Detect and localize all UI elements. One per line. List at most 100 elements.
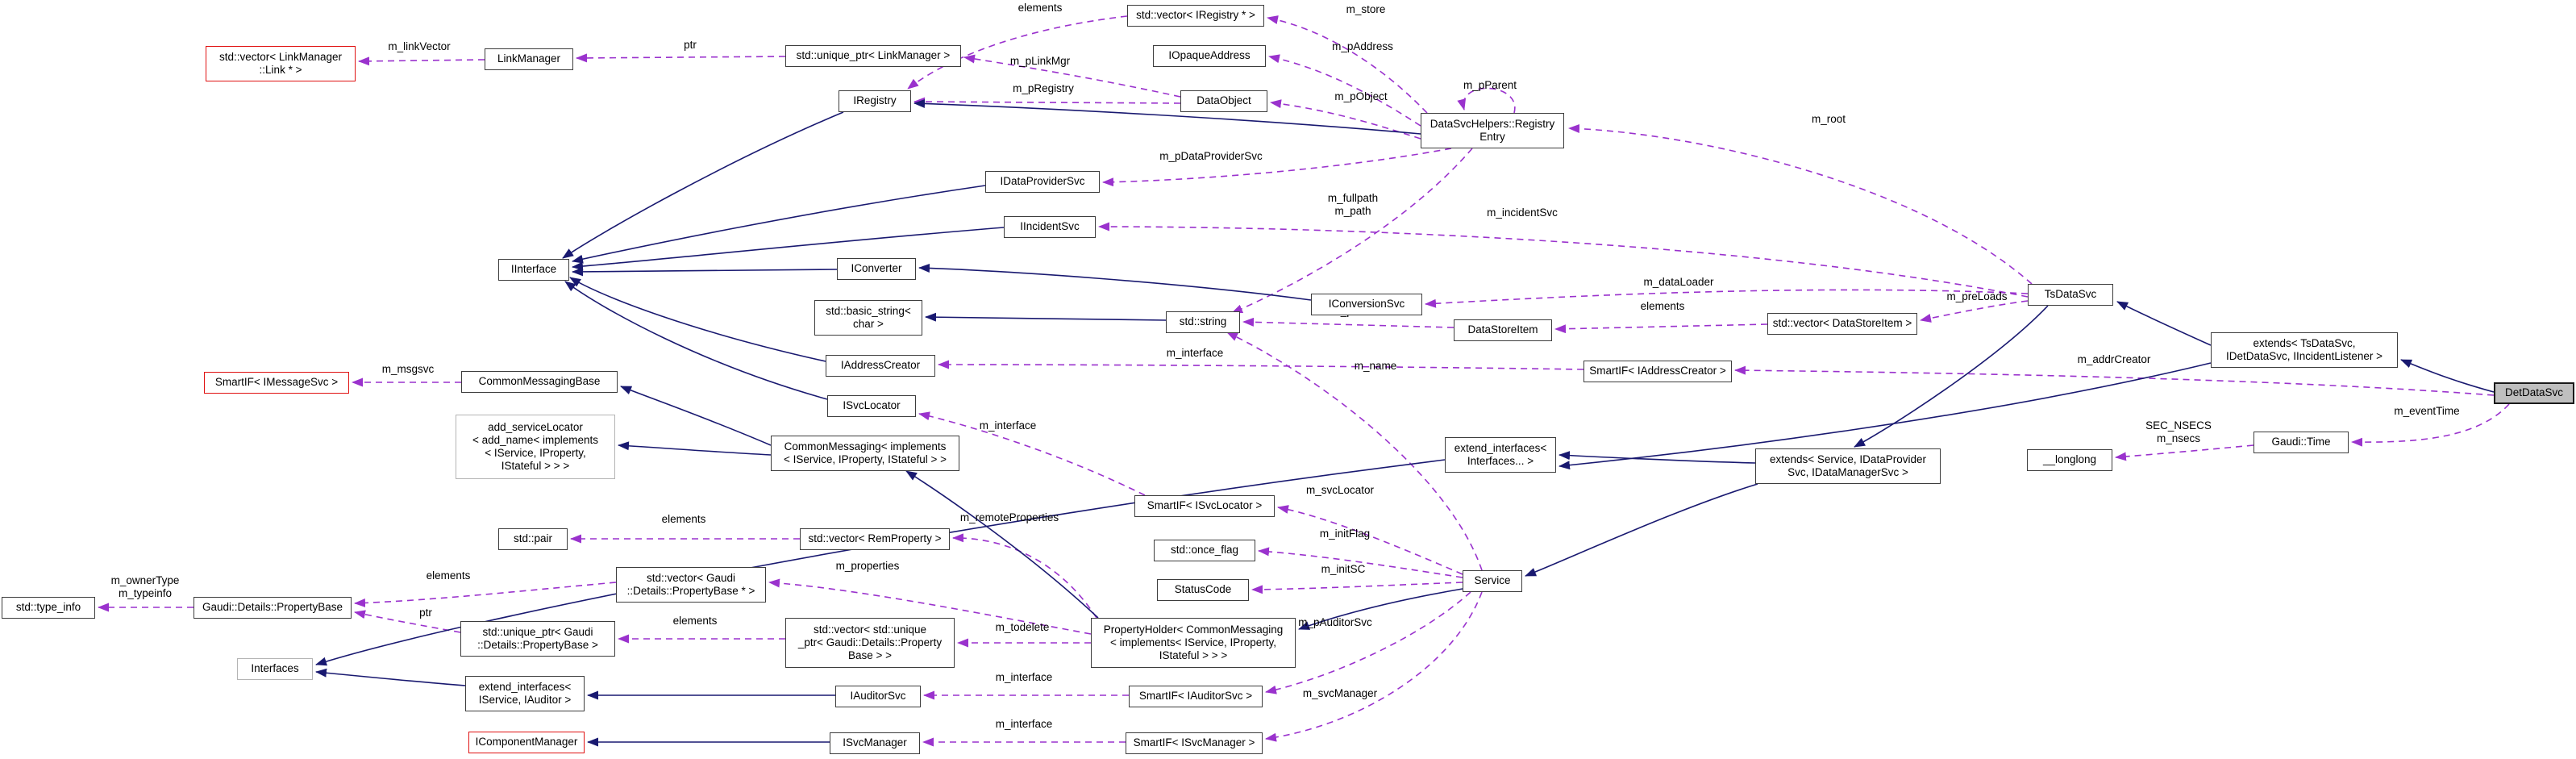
edge-label-elements-unique-ptr: elements	[673, 615, 718, 627]
edge-label-m-pAddress: m_pAddress	[1332, 40, 1393, 52]
node-label-line: Interfaces	[251, 662, 299, 675]
node-unique-ptr-propertybase[interactable]: std::unique_ptr< Gaudi::Details::Propert…	[460, 621, 615, 657]
edge-label-m-pLinkMgr: m_pLinkMgr	[1010, 55, 1071, 67]
node-tsdatasvc[interactable]: TsDataSvc	[2028, 284, 2113, 306]
node-detdatasvc[interactable]: DetDataSvc	[2494, 382, 2574, 404]
node-label-line: extend_interfaces<	[478, 680, 572, 693]
node-label-line: < IService, IProperty, IStateful > >	[784, 453, 947, 465]
node-smartif-iaddresscreator[interactable]: SmartIF< IAddressCreator >	[1583, 361, 1732, 382]
node-label-line: SmartIF< ISvcLocator >	[1147, 499, 1263, 512]
edge-m-pObject	[1270, 99, 1421, 140]
node-extend-interfaces-iservice-iauditor[interactable]: extend_interfaces<IService, IAuditor >	[465, 676, 585, 711]
node-icomponentmanager[interactable]: IComponentManager	[468, 732, 585, 753]
edge-inh-extendsservice-extendinterfaces	[1559, 451, 1756, 464]
node-label-line: __longlong	[2042, 453, 2097, 466]
node-iconversionsvc[interactable]: IConversionSvc	[1311, 294, 1422, 315]
node-label-line: LinkManager	[497, 52, 561, 65]
node-idataprovidersvc[interactable]: IDataProviderSvc	[985, 171, 1100, 193]
node-longlong[interactable]: __longlong	[2027, 449, 2112, 471]
node-iinterface[interactable]: IInterface	[498, 259, 569, 281]
node-label-line: std::once_flag	[1170, 544, 1239, 557]
node-add-servicelocator[interactable]: add_serviceLocator< add_name< implements…	[456, 415, 615, 479]
edge-label-ptr-linkmanager: ptr	[684, 39, 697, 51]
edge-inh-iconversionsvc-iconverter	[918, 263, 1312, 301]
node-label-line: SmartIF< ISvcManager >	[1133, 736, 1255, 749]
node-vec-linkmanager-link[interactable]: std::vector< LinkManager::Link * >	[206, 46, 356, 81]
node-gaudi-time[interactable]: Gaudi::Time	[2253, 432, 2349, 453]
node-iopaqueaddress[interactable]: IOpaqueAddress	[1153, 45, 1266, 67]
node-iconverter[interactable]: IConverter	[837, 258, 916, 280]
node-label-line: PropertyHolder< CommonMessaging	[1103, 623, 1284, 636]
node-smartif-isvclocator[interactable]: SmartIF< ISvcLocator >	[1134, 495, 1275, 517]
edge-m-dataLoader	[1425, 289, 2029, 308]
node-std-string[interactable]: std::string	[1166, 311, 1240, 333]
node-label-line: < IService, IProperty,	[485, 447, 586, 459]
node-unique-ptr-linkmanager[interactable]: std::unique_ptr< LinkManager >	[785, 45, 961, 67]
edge-m-eventTime	[2351, 403, 2510, 447]
node-std-pair[interactable]: std::pair	[498, 528, 568, 550]
node-iauditorsvc[interactable]: IAuditorSvc	[835, 686, 921, 707]
edge-label-elements-remproperty: elements	[662, 513, 706, 525]
node-label-line: < add_name< implements	[472, 433, 599, 446]
edge-label-ptr-propertybase: ptr	[419, 607, 432, 619]
edge-label-m-svcManager: m_svcManager	[1303, 687, 1378, 699]
node-datastoreitem[interactable]: DataStoreItem	[1454, 319, 1552, 341]
node-std-type-info[interactable]: std::type_info	[2, 597, 95, 619]
node-vec-remproperty[interactable]: std::vector< RemProperty >	[800, 528, 950, 550]
edge-inh-service-propertyholder	[1298, 588, 1463, 630]
node-label-line: char >	[853, 318, 884, 330]
node-extend-interfaces-pack[interactable]: extend_interfaces<Interfaces... >	[1445, 437, 1556, 473]
node-isvcmanager[interactable]: ISvcManager	[830, 732, 920, 754]
node-extends-tsdatasvc[interactable]: extends< TsDataSvc,IDetDataSvc, IInciden…	[2211, 332, 2398, 368]
node-basic-string-char[interactable]: std::basic_string<char >	[814, 300, 922, 336]
node-label-line: ::Details::PropertyBase >	[477, 639, 598, 651]
node-iaddresscreator[interactable]: IAddressCreator	[826, 355, 935, 377]
node-std-once-flag[interactable]: std::once_flag	[1154, 540, 1255, 561]
node-iregistry[interactable]: IRegistry	[839, 90, 911, 112]
node-label-line: IConversionSvc	[1328, 298, 1405, 311]
node-propertybase[interactable]: Gaudi::Details::PropertyBase	[194, 597, 352, 619]
node-propertyholder[interactable]: PropertyHolder< CommonMessaging< impleme…	[1091, 618, 1296, 668]
edge-label-m-pAuditorSvc: m_pAuditorSvc	[1298, 616, 1372, 628]
edge-label-m-linkVector: m_linkVector	[388, 40, 451, 52]
edge-m-linkVector	[358, 56, 485, 66]
node-vec-propertybase-ptr[interactable]: std::vector< Gaudi::Details::PropertyBas…	[616, 567, 766, 603]
edge-m-path	[1242, 317, 1454, 328]
node-commonmessagingbase[interactable]: CommonMessagingBase	[461, 371, 618, 393]
node-commonmessaging-implements[interactable]: CommonMessaging< implements< IService, I…	[771, 436, 959, 471]
node-statuscode[interactable]: StatusCode	[1157, 579, 1249, 601]
edge-m-interface-isvclocator	[918, 411, 1146, 496]
edge-label-m-initFlag: m_initFlag	[1320, 528, 1370, 540]
edge-inh-isvclocator-iinterface	[564, 281, 828, 400]
node-smartif-imessagesvc[interactable]: SmartIF< IMessageSvc >	[204, 372, 349, 394]
node-smartif-isvcmanager[interactable]: SmartIF< ISvcManager >	[1126, 732, 1263, 754]
node-interfaces[interactable]: Interfaces	[237, 658, 313, 680]
node-label-line: IRegistry	[853, 94, 897, 107]
node-vec-iregistry-ptr[interactable]: std::vector< IRegistry * >	[1127, 5, 1264, 27]
node-linkmanager[interactable]: LinkManager	[485, 48, 573, 70]
node-iincidentsvc[interactable]: IIncidentSvc	[1004, 216, 1096, 238]
node-label-line: IDataProviderSvc	[1000, 175, 1085, 188]
node-label-line: CommonMessagingBase	[478, 375, 601, 388]
edge-label-m-root: m_root	[1812, 113, 1846, 125]
node-smartif-iauditorsvc[interactable]: SmartIF< IAuditorSvc >	[1129, 686, 1263, 707]
edge-label-m-name: m_name	[1355, 360, 1397, 372]
edge-m-pLinkMgr	[963, 54, 1181, 98]
node-label-line: Base > >	[847, 649, 893, 662]
edge-label-m-pObject: m_pObject	[1334, 90, 1388, 102]
node-vec-unique-ptr-propertybase[interactable]: std::vector< std::unique_ptr< Gaudi::Det…	[785, 618, 955, 668]
edge-m-pDataProviderSvc	[1102, 148, 1452, 187]
node-dataobject[interactable]: DataObject	[1180, 90, 1267, 112]
node-isvclocator[interactable]: ISvcLocator	[827, 395, 916, 417]
node-label-line: IStateful > > >	[1159, 649, 1228, 662]
node-vec-datastoreitem[interactable]: std::vector< DataStoreItem >	[1767, 313, 1917, 335]
node-label-line: Svc, IDataManagerSvc >	[1787, 466, 1908, 478]
node-label-line: Interfaces... >	[1467, 455, 1534, 467]
edge-m-fullpath-m-path	[1231, 148, 1473, 314]
node-service[interactable]: Service	[1463, 570, 1522, 592]
